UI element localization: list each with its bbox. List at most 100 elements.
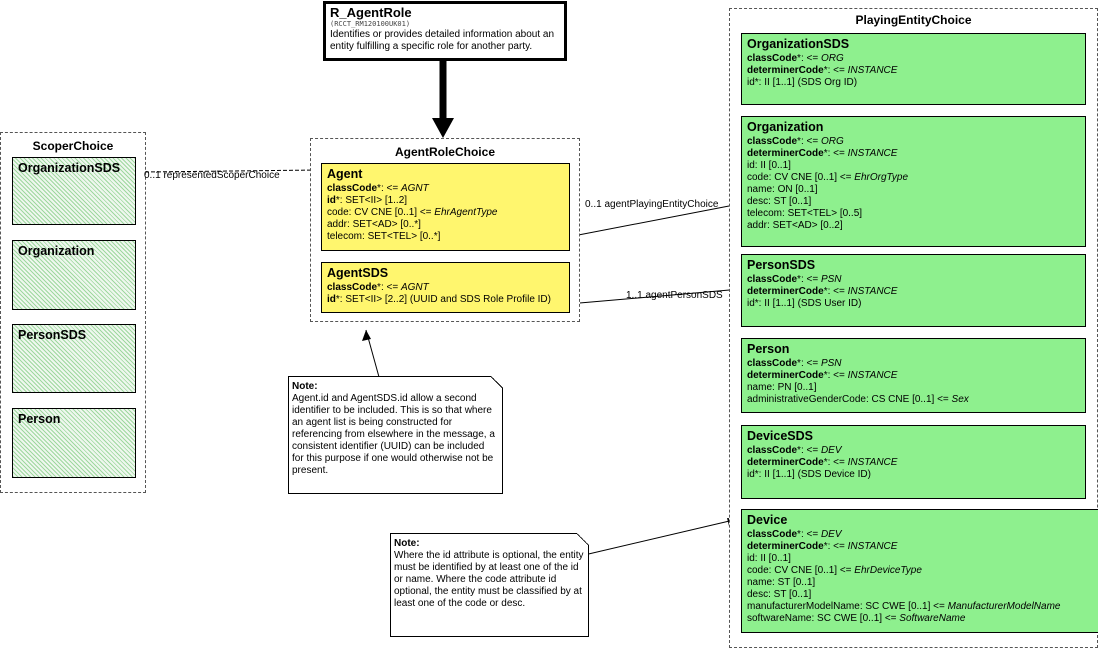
note1-arrow-line <box>365 329 380 378</box>
class-attribute: code: CV CNE [0..1] <= EhrOrgType <box>747 172 909 183</box>
agent-role-choice-box[interactable]: AgentRoleChoice Agent classCode*: <= AGN… <box>310 138 580 322</box>
pe-class-name: PersonSDS <box>747 258 816 272</box>
class-attribute: name: ST [0..1] <box>747 577 816 588</box>
scoper-choice-box[interactable]: ScoperChoice OrganizationSDS Organizatio… <box>0 132 146 493</box>
class-attribute: manufacturerModelName: SC CWE [0..1] <= … <box>747 601 1061 612</box>
class-attribute: softwareName: SC CWE [0..1] <= SoftwareN… <box>747 613 966 624</box>
agent-sds-class-name: AgentSDS <box>327 266 389 280</box>
scoper-item-label: Organization <box>18 244 95 258</box>
scoper-item-person[interactable]: Person <box>12 408 136 478</box>
root-arrow-head <box>432 118 454 138</box>
attribute-vocab: PSN <box>820 358 842 369</box>
class-attribute: id*: SET<II> [2..2] (UUID and SDS Role P… <box>327 294 551 305</box>
class-attribute: id*: II [1..1] (SDS User ID) <box>747 298 862 309</box>
note-agent-id[interactable]: Note: Agent.id and AgentSDS.id allow a s… <box>288 376 503 494</box>
class-attribute: classCode*: <= DEV <box>747 529 842 540</box>
attribute-name: determinerCode <box>747 370 824 381</box>
attribute-name: classCode <box>747 274 798 285</box>
attribute-vocab: AGNT <box>400 183 429 194</box>
agent-class-name: Agent <box>327 167 363 181</box>
root-title: R_AgentRole <box>330 5 412 20</box>
scoper-item-organization-sds[interactable]: OrganizationSDS <box>12 157 136 225</box>
class-attribute: classCode*: <= AGNT <box>327 183 429 194</box>
class-attribute: classCode*: <= ORG <box>747 53 844 64</box>
class-attribute: name: PN [0..1] <box>747 382 817 393</box>
note-fold-icon <box>491 376 503 388</box>
attribute-vocab: EhrOrgType <box>854 172 909 183</box>
note-text: Where the id attribute is optional, the … <box>394 550 584 609</box>
playing-entity-choice-title: PlayingEntityChoice <box>855 13 972 27</box>
attribute-vocab: PSN <box>820 274 842 285</box>
class-attribute: determinerCode*: <= INSTANCE <box>747 148 898 159</box>
attribute-vocab: EhrAgentType <box>434 207 498 218</box>
attribute-name: classCode <box>327 183 378 194</box>
class-attribute: id*: II [1..1] (SDS Device ID) <box>747 469 871 480</box>
scoper-item-label: OrganizationSDS <box>18 161 121 175</box>
note-text: Agent.id and AgentSDS.id allow a second … <box>292 393 495 476</box>
attribute-vocab: AGNT <box>400 282 429 293</box>
scoper-item-label: PersonSDS <box>18 328 87 342</box>
attribute-name: id <box>327 195 336 206</box>
assoc-label-playing: 0..1 agentPlayingEntityChoice <box>585 199 719 210</box>
class-attribute: desc: ST [0..1] <box>747 589 812 600</box>
note-title: Note: <box>394 538 420 549</box>
root-class-box[interactable]: R_AgentRole (RCCT_RM120100UK01) Identifi… <box>323 1 567 61</box>
attribute-name: classCode <box>747 445 798 456</box>
attribute-vocab: EhrDeviceType <box>854 565 922 576</box>
assoc-label-person-sds: 1..1 agentPersonSDS <box>626 290 723 301</box>
attribute-vocab: ORG <box>820 136 844 147</box>
class-attribute: classCode*: <= PSN <box>747 274 842 285</box>
note-id-optional[interactable]: Note: Where the id attribute is optional… <box>390 533 589 637</box>
attribute-name: classCode <box>327 282 378 293</box>
attribute-name: determinerCode <box>747 148 824 159</box>
attribute-name: determinerCode <box>747 286 824 297</box>
attribute-name: determinerCode <box>747 541 824 552</box>
attribute-name: classCode <box>747 53 798 64</box>
class-attribute: addr: SET<AD> [0..2] <box>747 220 843 231</box>
scoper-item-person-sds[interactable]: PersonSDS <box>12 324 136 393</box>
class-attribute: determinerCode*: <= INSTANCE <box>747 457 898 468</box>
class-attribute: code: CV CNE [0..1] <= EhrDeviceType <box>747 565 922 576</box>
root-code: (RCCT_RM120100UK01) <box>330 20 411 28</box>
class-attribute: id*: SET<II> [1..2] <box>327 195 408 206</box>
class-attribute: determinerCode*: <= INSTANCE <box>747 370 898 381</box>
note2-arrow-line <box>579 518 739 557</box>
pe-class-name: Person <box>747 342 790 356</box>
class-attribute: addr: SET<AD> [0..*] <box>327 219 421 230</box>
pe-class-name: OrganizationSDS <box>747 37 850 51</box>
attribute-vocab: INSTANCE <box>847 65 898 76</box>
class-attribute: determinerCode*: <= INSTANCE <box>747 65 898 76</box>
attribute-vocab: DEV <box>820 445 842 456</box>
attribute-vocab: Sex <box>951 394 969 405</box>
attribute-vocab: INSTANCE <box>847 286 898 297</box>
note1-arrow-head <box>362 330 371 341</box>
attribute-vocab: INSTANCE <box>847 457 898 468</box>
scoper-item-organization[interactable]: Organization <box>12 240 136 310</box>
attribute-name: determinerCode <box>747 457 824 468</box>
class-attribute: id: II [0..1] <box>747 553 791 564</box>
class-attribute: name: ON [0..1] <box>747 184 818 195</box>
attribute-name: classCode <box>747 358 798 369</box>
attribute-vocab: ORG <box>820 53 844 64</box>
attribute-name: classCode <box>747 529 798 540</box>
class-attribute: administrativeGenderCode: CS CNE [0..1] … <box>747 394 969 405</box>
class-attribute: id: II [0..1] <box>747 160 791 171</box>
attribute-name: determinerCode <box>747 65 824 76</box>
playing-entity-choice-box[interactable]: PlayingEntityChoice OrganizationSDS clas… <box>729 8 1098 648</box>
note-title: Note: <box>292 381 318 392</box>
scoper-choice-title: ScoperChoice <box>32 139 114 153</box>
